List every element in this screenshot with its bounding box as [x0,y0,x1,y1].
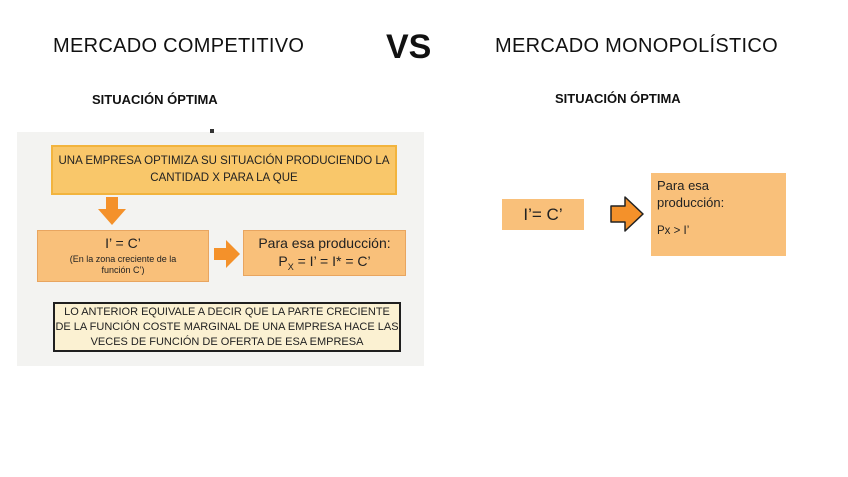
monopoly-production-title: Para esa producción: [657,178,725,210]
vs-label: VS [386,28,432,66]
production-result-title: Para esa producción: [258,235,391,251]
right-arrow-icon [214,240,240,268]
left-subtitle: SITUACIÓN ÓPTIMA [92,92,218,107]
marginal-condition-note: (En la zona creciente de la función C’) [69,254,177,275]
monopoly-price-condition: Px > I’ [657,225,690,237]
left-title: MERCADO COMPETITIVO [53,35,305,57]
supply-function-note: LO ANTERIOR EQUIVALE A DECIR QUE LA PART… [53,302,401,352]
optimization-statement-box: UNA EMPRESA OPTIMIZA SU SITUACIÓN PRODUC… [51,145,397,195]
production-result-box: Para esa producción: PX = I’ = I* = C’ [243,230,406,276]
right-title: MERCADO MONOPOLÍSTICO [495,35,778,57]
right-arrow-icon [610,196,644,232]
monopoly-production-box: Para esa producción: Px > I’ [651,173,786,256]
monopoly-marginal-condition-box: I’= C’ [502,199,584,230]
marginal-condition-equation: I’ = C’ [105,235,141,251]
right-subtitle: SITUACIÓN ÓPTIMA [555,91,681,106]
production-result-equation: PX = I’ = I* = C’ [278,253,371,272]
marginal-condition-box: I’ = C’ (En la zona creciente de la func… [37,230,209,282]
panel-tick-mark [210,129,214,133]
down-arrow-icon [98,197,126,225]
